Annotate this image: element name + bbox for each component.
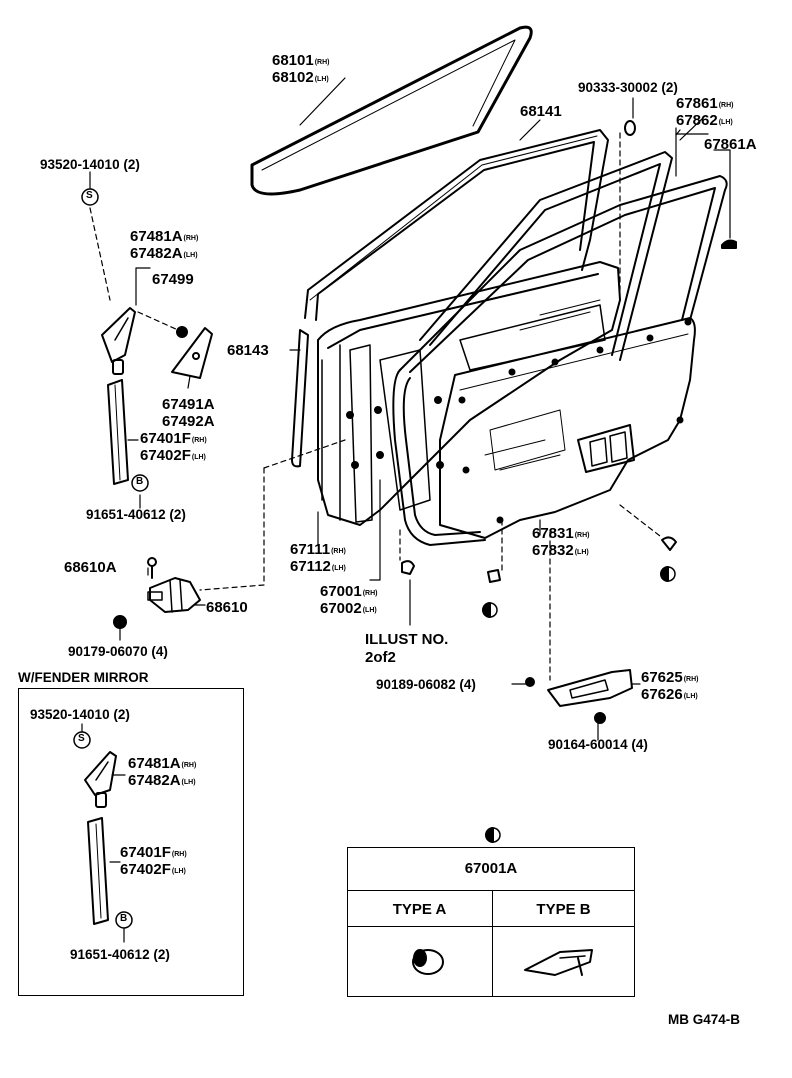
clip-67499 <box>176 326 188 338</box>
corner-cover <box>171 327 213 379</box>
label-67001: 67001(RH) <box>320 583 378 600</box>
label-90179: 90179-06070 (4) <box>68 644 168 659</box>
inset-label-67481A: 67481A(RH) <box>128 755 197 772</box>
armrest-bracket <box>547 669 633 707</box>
bolt-90179 <box>113 615 127 629</box>
inset-label-67402F: 67402F(LH) <box>120 861 186 878</box>
inset-label-91651: 91651-40612 (2) <box>70 947 170 962</box>
label-67832: 67832(LH) <box>532 542 589 559</box>
label-93520: 93520-14010 (2) <box>40 157 140 172</box>
inset-mirror-base-bracket <box>84 751 117 796</box>
division-bar <box>107 379 129 485</box>
rear-division-weatherstrip <box>291 329 309 468</box>
type-b-clip <box>524 949 593 976</box>
marker-s-main: S <box>86 190 93 201</box>
label-67491A: 67491A <box>162 396 215 413</box>
label-67482A: 67482A(LH) <box>130 245 198 262</box>
label-68610: 68610 <box>206 599 248 616</box>
diagram-reference: MB G474-B <box>668 1012 741 1027</box>
label-67499: 67499 <box>152 271 194 288</box>
label-67112: 67112(LH) <box>290 558 346 575</box>
label-90164: 90164-60014 (4) <box>548 737 648 752</box>
door-weatherstrip <box>419 151 673 361</box>
label-68610A: 68610A <box>64 559 117 576</box>
label-68141: 68141 <box>520 103 562 120</box>
label-67831: 67831(RH) <box>532 525 590 542</box>
label-67861A: 67861A <box>704 136 757 153</box>
label-90189: 90189-06082 (4) <box>376 677 476 692</box>
inset-label-67482A: 67482A(LH) <box>128 772 196 789</box>
table-header: 67001A <box>464 860 518 877</box>
door-outer-panel <box>317 261 621 526</box>
label-90333: 90333-30002 (2) <box>578 80 678 95</box>
label-67492A: 67492A <box>162 413 215 430</box>
label-67402F: 67402F(LH) <box>140 447 206 464</box>
label-67625: 67625(RH) <box>641 669 699 686</box>
trim-pocket <box>577 424 635 473</box>
label-67861: 67861(RH) <box>676 95 734 112</box>
inset-division-bar <box>87 817 109 925</box>
label-68101: 68101(RH) <box>272 52 330 69</box>
table-col-type-a: TYPE A <box>392 901 447 918</box>
glass-run-channel <box>304 129 609 319</box>
inset-title: W/FENDER MIRROR <box>18 670 149 685</box>
label-67481A: 67481A(RH) <box>130 228 199 245</box>
clip-type-table <box>347 847 635 997</box>
table-subheader-divider <box>347 891 635 927</box>
label-67002: 67002(LH) <box>320 600 377 617</box>
label-91651: 91651-40612 (2) <box>86 507 186 522</box>
marker-s-inset: S <box>78 733 85 744</box>
label-67626: 67626(LH) <box>641 686 698 703</box>
illust-number: ILLUST NO. <box>365 631 449 648</box>
label-67862: 67862(LH) <box>676 112 733 129</box>
table-column-divider <box>492 891 493 997</box>
marker-b-main: B <box>136 476 144 487</box>
label-67401F: 67401F(RH) <box>140 430 207 447</box>
door-glass-outline <box>250 25 533 196</box>
table-header-divider <box>347 847 635 891</box>
label-68143: 68143 <box>227 342 269 359</box>
inset-label-93520: 93520-14010 (2) <box>30 707 130 722</box>
label-68102: 68102(LH) <box>272 69 329 86</box>
inset-fender-mirror-box <box>18 688 244 996</box>
door-trim-board <box>439 317 696 539</box>
mirror-base-bracket <box>101 307 136 363</box>
inset-label-67401F: 67401F(RH) <box>120 844 187 861</box>
table-col-type-b: TYPE B <box>536 901 591 918</box>
illust-page: 2of2 <box>365 649 396 666</box>
door-hinge <box>149 577 201 613</box>
door-weatherstrip-outer <box>399 175 728 371</box>
marker-b-inset: B <box>120 913 128 924</box>
label-67111: 67111(RH) <box>290 541 346 558</box>
